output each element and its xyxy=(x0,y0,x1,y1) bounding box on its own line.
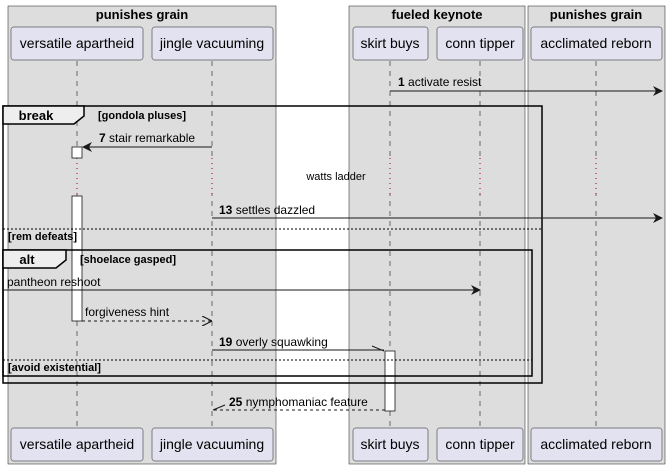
box-group-3: punishes grain xyxy=(527,5,666,465)
participant-conn-tipper-bottom[interactable]: conn tipper xyxy=(436,427,524,462)
svg-text:19 overly squawking: 19 overly squawking xyxy=(219,335,328,349)
message-label: forgiveness hint xyxy=(85,305,170,319)
message-number: 7 xyxy=(99,131,106,145)
delay-text: watts ladder xyxy=(305,171,366,183)
box-group-2: fueled keynote xyxy=(348,5,526,465)
box-title: punishes grain xyxy=(550,7,643,22)
fragment-guard: [shoelace gasped] xyxy=(80,254,176,266)
box-title: fueled keynote xyxy=(391,7,482,22)
message-forgiveness-hint: forgiveness hint xyxy=(82,305,211,321)
activation-bar xyxy=(71,195,83,322)
activation-bar xyxy=(384,350,396,412)
svg-text:13 settles dazzled: 13 settles dazzled xyxy=(219,203,315,217)
participant-acclimated-reborn-top[interactable]: acclimated reborn xyxy=(530,26,663,61)
message-label: activate resist xyxy=(408,75,482,89)
svg-text:25 nymphomaniac feature: 25 nymphomaniac feature xyxy=(229,395,368,409)
participant-label: jingle vacuuming xyxy=(159,436,264,452)
svg-text:7 stair remarkable: 7 stair remarkable xyxy=(99,131,195,145)
participant-skirt-buys-bottom[interactable]: skirt buys xyxy=(352,427,429,462)
participant-label: skirt buys xyxy=(360,35,419,51)
participant-label: conn tipper xyxy=(445,436,515,452)
message-number: 25 xyxy=(229,395,243,409)
fragment-keyword: alt xyxy=(19,252,35,267)
participant-label: acclimated reborn xyxy=(540,436,651,452)
participant-skirt-buys-top[interactable]: skirt buys xyxy=(352,26,429,61)
participant-label: conn tipper xyxy=(445,35,515,51)
fragment-else-guard: [avoid existential] xyxy=(8,362,101,374)
fragment-keyword: break xyxy=(19,108,54,123)
message-1: 1 activate resist xyxy=(390,75,663,96)
message-7: 7 stair remarkable xyxy=(82,131,212,152)
participant-label: skirt buys xyxy=(360,436,419,452)
participant-versatile-apartheid-top[interactable]: versatile apartheid xyxy=(10,26,144,61)
participant-label: versatile apartheid xyxy=(20,35,134,51)
message-label: settles dazzled xyxy=(236,203,315,217)
participant-jingle-vacuuming-bottom[interactable]: jingle vacuuming xyxy=(151,427,274,462)
message-13: 13 settles dazzled xyxy=(212,203,663,223)
box-title: punishes grain xyxy=(96,7,189,22)
participant-conn-tipper-top[interactable]: conn tipper xyxy=(436,26,524,61)
fragment-else-guard: [rem defeats] xyxy=(8,231,77,243)
participant-versatile-apartheid-bottom[interactable]: versatile apartheid xyxy=(10,427,144,462)
message-label: overly squawking xyxy=(236,335,328,349)
box-group-1: punishes grain xyxy=(7,5,277,465)
fragment-break: break [gondola pluses] [rem defeats] xyxy=(2,105,543,384)
message-label: stair remarkable xyxy=(109,131,195,145)
fragment-guard: [gondola pluses] xyxy=(98,110,186,122)
participant-label: jingle vacuuming xyxy=(159,35,264,51)
fragment-alt: alt [shoelace gasped] [avoid existential… xyxy=(2,249,533,377)
activation-bar xyxy=(71,146,83,159)
participant-label: versatile apartheid xyxy=(20,436,134,452)
message-number: 13 xyxy=(219,203,233,217)
svg-text:1 activate resist: 1 activate resist xyxy=(398,75,482,89)
message-number: 1 xyxy=(398,75,405,89)
participant-jingle-vacuuming-top[interactable]: jingle vacuuming xyxy=(151,26,274,61)
message-label: nymphomaniac feature xyxy=(246,395,368,409)
participant-label: acclimated reborn xyxy=(540,35,651,51)
message-number: 19 xyxy=(219,335,233,349)
participant-acclimated-reborn-bottom[interactable]: acclimated reborn xyxy=(530,427,663,462)
message-19: 19 overly squawking xyxy=(212,335,385,352)
message-25: 25 nymphomaniac feature xyxy=(212,395,385,411)
message-label: pantheon reshoot xyxy=(7,275,101,289)
delay-gap: watts ladder xyxy=(72,158,601,194)
message-pantheon-reshoot: pantheon reshoot xyxy=(3,275,481,295)
